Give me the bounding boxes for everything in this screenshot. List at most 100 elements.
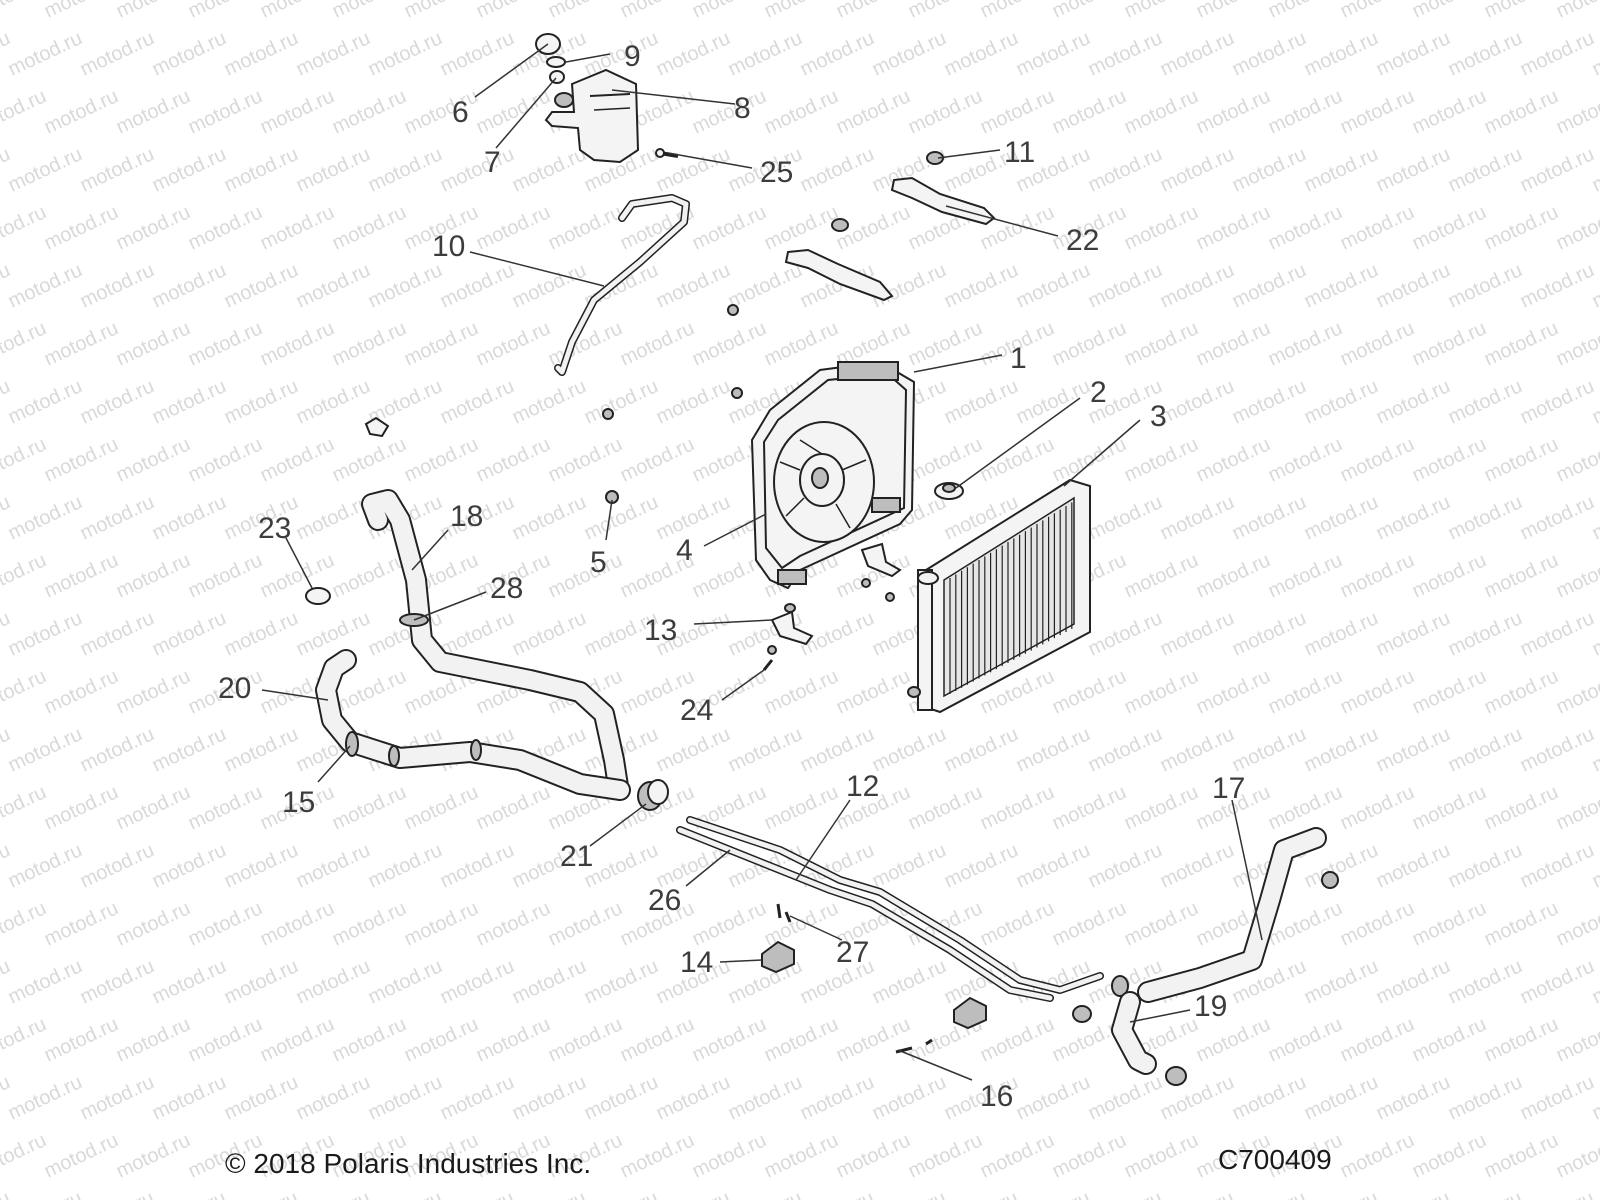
watermark-text: motod.ru <box>617 1129 698 1182</box>
watermark-text: motod.ru <box>329 1013 410 1066</box>
watermark-text: motod.ru <box>149 259 230 312</box>
watermark-text: motod.ru <box>185 781 266 834</box>
watermark-text: motod.ru <box>1445 27 1526 80</box>
watermark-text: motod.ru <box>725 27 806 80</box>
watermark-text: motod.ru <box>1409 897 1490 950</box>
watermark-text: motod.ru <box>1553 317 1600 370</box>
watermark-text: motod.ru <box>473 1013 554 1066</box>
watermark-text: motod.ru <box>545 1013 626 1066</box>
watermark-text: motod.ru <box>1301 259 1382 312</box>
watermark-text: motod.ru <box>1121 433 1202 486</box>
watermark-text: motod.ru <box>1229 143 1310 196</box>
watermark-text: motod.ru <box>1337 1013 1418 1066</box>
watermark-text: motod.ru <box>941 839 1022 892</box>
watermark-text: motod.ru <box>653 1187 734 1200</box>
watermark-text: motod.ru <box>473 781 554 834</box>
watermark-text: motod.ru <box>1337 85 1418 138</box>
watermark-text: motod.ru <box>1409 1013 1490 1066</box>
callout-3: 3 <box>1150 400 1167 433</box>
watermark-text: motod.ru <box>257 317 338 370</box>
watermark-text: motod.ru <box>617 1013 698 1066</box>
watermark-text: motod.ru <box>1481 201 1562 254</box>
watermark-text: motod.ru <box>1013 1187 1094 1200</box>
watermark-text: motod.ru <box>77 955 158 1008</box>
watermark-text: motod.ru <box>221 1071 302 1124</box>
watermark-text: motod.ru <box>545 0 626 23</box>
watermark-text: motod.ru <box>77 491 158 544</box>
watermark-text: motod.ru <box>1409 201 1490 254</box>
part-19-hose <box>1111 991 1157 1075</box>
watermark-text: motod.ru <box>1481 897 1562 950</box>
watermark-text: motod.ru <box>1517 375 1598 428</box>
part-11-nut <box>831 151 944 232</box>
callout-7: 7 <box>484 146 501 179</box>
callout-13: 13 <box>644 614 677 647</box>
fasteners <box>602 304 895 655</box>
watermark-text: motod.ru <box>1229 375 1310 428</box>
watermark-text: motod.ru <box>1445 723 1526 776</box>
watermark-text: motod.ru <box>1517 259 1598 312</box>
watermark-text: motod.ru <box>833 0 914 23</box>
watermark-text: motod.ru <box>1445 491 1526 544</box>
watermark-text: motod.ru <box>185 1013 266 1066</box>
watermark-text: motod.ru <box>1553 1129 1600 1182</box>
watermark-text: motod.ru <box>77 839 158 892</box>
watermark-text: motod.ru <box>833 1129 914 1182</box>
callout-26: 26 <box>648 884 681 917</box>
part-13-bracket <box>770 542 902 646</box>
watermark-text: motod.ru <box>1481 433 1562 486</box>
watermark-text: motod.ru <box>941 27 1022 80</box>
watermark-text: motod.ru <box>905 781 986 834</box>
watermark-text: motod.ru <box>1409 781 1490 834</box>
watermark-text: motod.ru <box>1337 317 1418 370</box>
watermark-text: motod.ru <box>437 27 518 80</box>
callout-21: 21 <box>560 840 593 873</box>
watermark-text: motod.ru <box>1301 1071 1382 1124</box>
watermark-text: motod.ru <box>977 781 1058 834</box>
watermark-text: motod.ru <box>41 781 122 834</box>
part-25-bolt <box>655 148 679 158</box>
watermark-text: motod.ru <box>113 201 194 254</box>
watermark-text: motod.ru <box>1553 0 1600 23</box>
watermark-text: motod.ru <box>581 491 662 544</box>
watermark-text: motod.ru <box>1517 607 1598 660</box>
watermark-text: motod.ru <box>113 317 194 370</box>
watermark-text: motod.ru <box>1481 549 1562 602</box>
watermark-text: motod.ru <box>1193 665 1274 718</box>
watermark-text: motod.ru <box>1193 549 1274 602</box>
watermark-text: motod.ru <box>149 955 230 1008</box>
watermark-text: motod.ru <box>1265 0 1346 23</box>
watermark-text: motod.ru <box>509 259 590 312</box>
watermark-text: motod.ru <box>5 1071 86 1124</box>
watermark-text: motod.ru <box>1409 665 1490 718</box>
watermark-text: motod.ru <box>5 27 86 80</box>
copyright-notice: © 2018 Polaris Industries Inc. <box>225 1148 592 1179</box>
watermark-text: motod.ru <box>185 0 266 23</box>
watermark-text: motod.ru <box>1193 433 1274 486</box>
watermark-text: motod.ru <box>401 0 482 23</box>
watermark-text: motod.ru <box>149 491 230 544</box>
watermark-text: motod.ru <box>221 955 302 1008</box>
clamp-19 <box>1072 1005 1187 1086</box>
watermark-text: motod.ru <box>5 143 86 196</box>
callout-17: 17 <box>1212 772 1245 805</box>
watermark-text: motod.ru <box>77 607 158 660</box>
watermark-text: motod.ru <box>905 1129 986 1182</box>
watermark-text: motod.ru <box>689 1129 770 1182</box>
watermark-text: motod.ru <box>41 317 122 370</box>
watermark-text: motod.ru <box>77 1187 158 1200</box>
watermark-text: motod.ru <box>941 259 1022 312</box>
part-10-hose <box>554 194 690 376</box>
callout-6: 6 <box>452 96 469 129</box>
watermark-text: motod.ru <box>1265 1013 1346 1066</box>
watermark-text: motod.ru <box>1373 491 1454 544</box>
watermark-text: motod.ru <box>41 549 122 602</box>
watermark-text: motod.ru <box>1445 607 1526 660</box>
watermark-text: motod.ru <box>581 27 662 80</box>
watermark-text: motod.ru <box>41 85 122 138</box>
watermark-text: motod.ru <box>1157 1187 1238 1200</box>
watermark-text: motod.ru <box>1121 0 1202 23</box>
watermark-text: motod.ru <box>437 1071 518 1124</box>
watermark-text: motod.ru <box>689 0 770 23</box>
